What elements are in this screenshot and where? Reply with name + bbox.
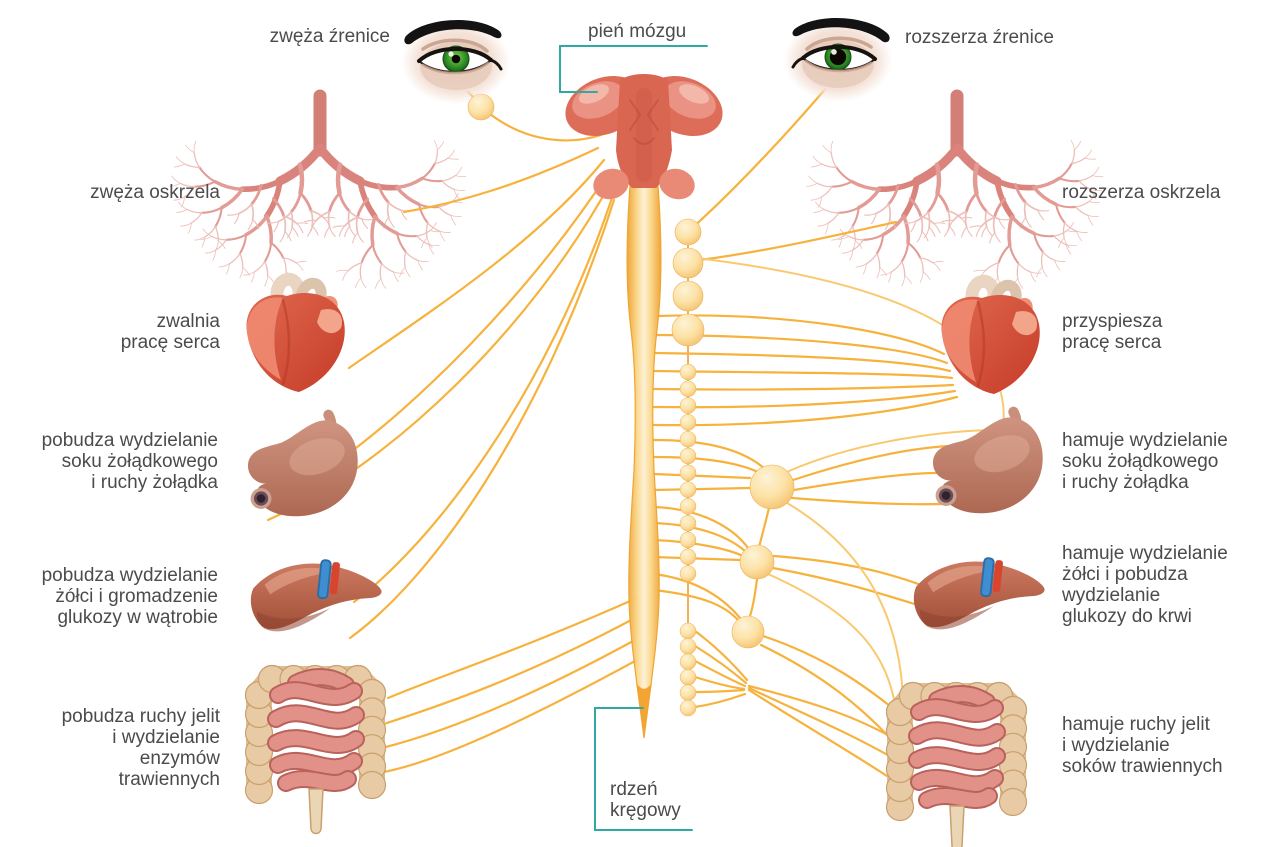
label-spinal-cord: rdzeń kręgowy (610, 779, 681, 821)
spinal-cord-illustration (626, 184, 662, 739)
label-right-liver: hamuje wydzielanie żółci i pobudza wydzi… (1062, 543, 1228, 627)
label-brainstem: pień mózgu (588, 21, 687, 42)
left-heart-illustration (247, 279, 345, 392)
left-eye-highlight (448, 51, 454, 57)
callout-lines (559, 45, 708, 831)
left-liver-illustration (249, 558, 383, 633)
label-left-stomach: pobudza wydzielanie soku żołądkowego i r… (41, 430, 218, 493)
ganglia-chain (467, 93, 795, 717)
left-bronchi-illustration (169, 89, 467, 289)
label-left-pupil: zwęża źrenice (269, 26, 390, 47)
right-stomach-illustration (933, 412, 1043, 513)
label-right-stomach: hamuje wydzielanie soku żołądkowego i ru… (1062, 430, 1228, 493)
label-right-heart: przyspiesza pracę serca (1062, 311, 1163, 353)
left-intestines-illustration (244, 664, 387, 835)
right-liver-illustration (912, 556, 1046, 631)
label-left-bronchi: zwęża oskrzela (90, 182, 220, 203)
right-eye-highlight (831, 49, 837, 55)
label-right-bronchi: rozszerza oskrzela (1062, 182, 1221, 203)
right-heart-illustration (942, 281, 1040, 394)
right-intestines-illustration (885, 681, 1028, 847)
label-left-liver: pobudza wydzielanie żółci i gromadzenie … (41, 565, 218, 628)
nerve-fibers (266, 73, 1005, 782)
label-left-intestines: pobudza ruchy jelit i wydzielanie enzymó… (61, 706, 220, 790)
label-left-heart: zwalnia pracę serca (120, 311, 220, 353)
label-right-intestines: hamuje ruchy jelit i wydzielanie soków t… (1062, 714, 1223, 777)
left-pupil-constricted (451, 54, 461, 64)
left-stomach-illustration (248, 415, 358, 516)
right-bronchi-illustration (806, 89, 1104, 289)
label-right-pupil: rozszerza źrenice (905, 27, 1054, 48)
